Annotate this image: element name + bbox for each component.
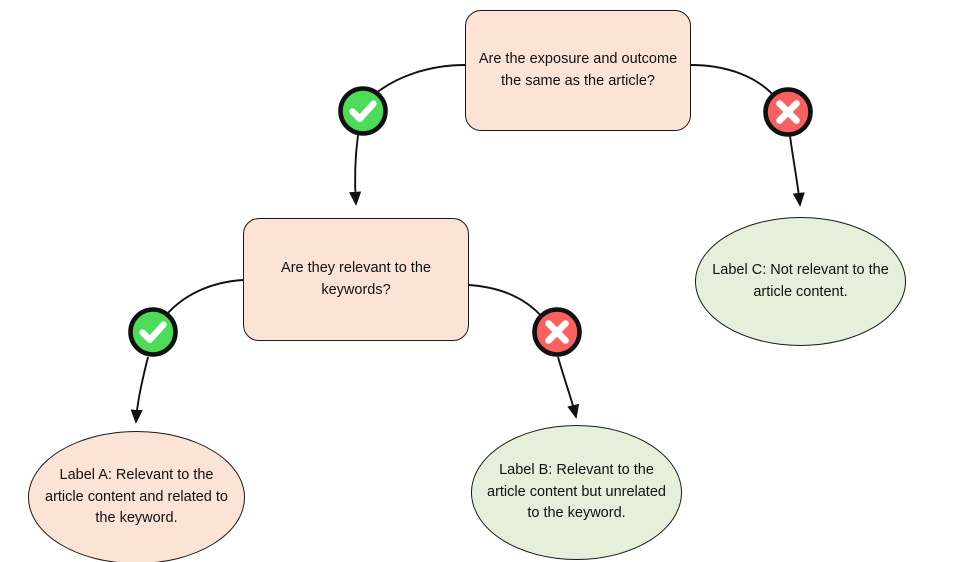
decision-node-exposure-outcome[interactable]: Are the exposure and outcome the same as…	[465, 10, 691, 131]
check-circle-icon	[127, 306, 179, 358]
edge-q1-yes-tail	[349, 134, 362, 206]
terminal-node-label-a-text: Label A: Relevant to the article content…	[45, 467, 228, 527]
decision-node-keywords[interactable]: Are they relevant to the keywords?	[243, 218, 469, 341]
edge-q1-no-tail	[789, 135, 805, 207]
decision-node-keywords-label: Are they relevant to the keywords?	[281, 260, 431, 298]
edge-q1-no	[690, 64, 777, 99]
terminal-node-label-b[interactable]: Label B: Relevant to the article content…	[471, 425, 682, 560]
edge-q1-yes	[369, 64, 466, 99]
terminal-node-label-c-text: Label C: Not relevant to the article con…	[712, 262, 889, 300]
edge-q2-no-tail	[557, 356, 580, 419]
check-circle-icon	[337, 85, 389, 137]
x-circle-icon	[531, 306, 583, 358]
edge-q2-no	[468, 284, 544, 319]
terminal-node-label-c[interactable]: Label C: Not relevant to the article con…	[695, 217, 906, 346]
decision-node-exposure-outcome-label: Are the exposure and outcome the same as…	[478, 51, 678, 89]
edge-q2-yes-tail	[130, 356, 149, 424]
terminal-node-label-a[interactable]: Label A: Relevant to the article content…	[28, 431, 245, 562]
terminal-node-label-b-text: Label B: Relevant to the article content…	[487, 462, 666, 522]
x-circle-icon	[762, 86, 814, 138]
